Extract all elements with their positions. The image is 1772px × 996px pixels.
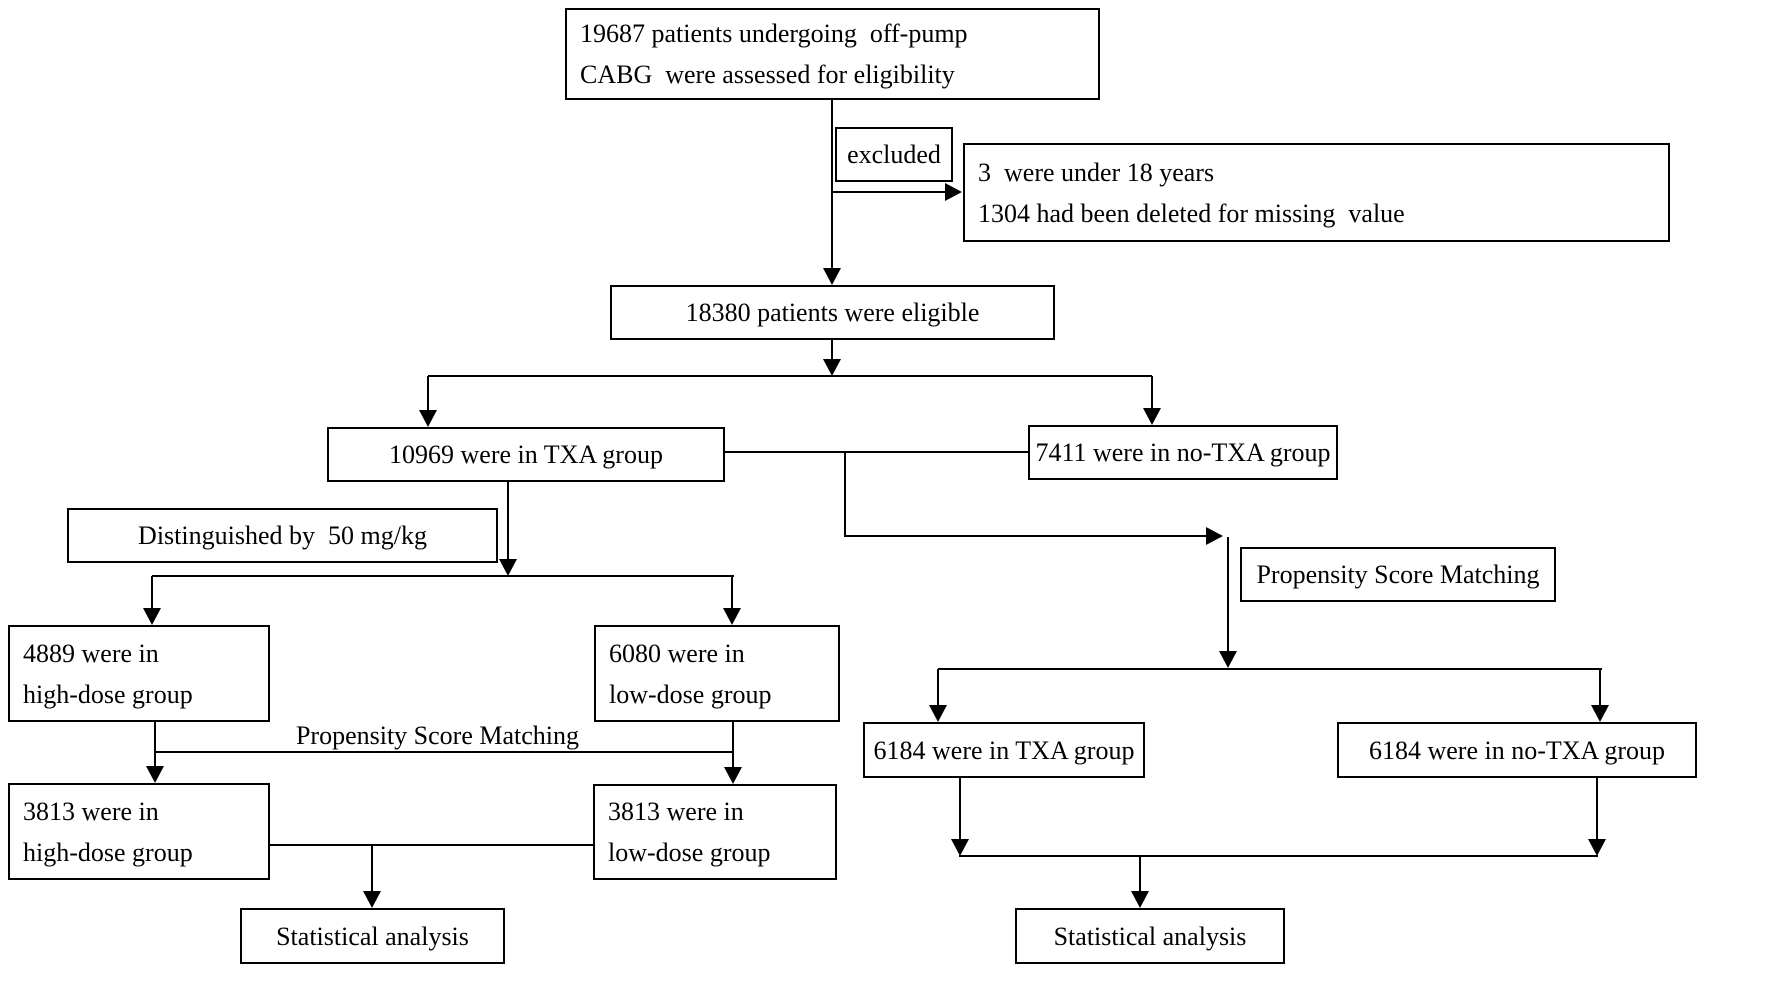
node-stat-right: Statistical analysis: [1015, 908, 1285, 964]
node-low-dose-matched-line2: low-dose group: [608, 838, 771, 867]
arrowhead-no-txa-matched-merge: [1588, 839, 1606, 856]
node-exclusion-reasons: 3 were under 18 years 1304 had been dele…: [963, 143, 1670, 242]
arrowhead-into-txa-matched: [929, 705, 947, 722]
node-assessed: 19687 patients undergoing off-pump CABG …: [565, 8, 1100, 100]
split-line-dose: [152, 575, 734, 577]
connector-low-dose-matched: [732, 722, 734, 768]
node-txa-matched: 6184 were in TXA group: [863, 722, 1145, 778]
node-excluded: excluded: [835, 127, 953, 182]
node-high-dose-line1: 4889 were in: [23, 638, 159, 668]
node-low-dose: 6080 were in low-dose group: [594, 625, 840, 722]
node-txa-group: 10969 were in TXA group: [327, 427, 725, 482]
node-assessed-line2: CABG were assessed for eligibility: [580, 60, 955, 89]
arrowhead-into-high-dose: [143, 608, 161, 625]
node-no-txa-group: 7411 were in no-TXA group: [1028, 425, 1338, 480]
node-txa-group-label: 10969 were in TXA group: [389, 440, 663, 469]
connector-split-txa: [427, 376, 429, 412]
connector-assessed-eligible: [831, 100, 833, 270]
arrowhead-into-low-dose: [723, 608, 741, 625]
node-high-dose-matched-line1: 3813 were in: [23, 796, 159, 826]
node-no-txa-matched-label: 6184 were in no-TXA group: [1368, 735, 1666, 765]
node-distinguished: Distinguished by 50 mg/kg: [67, 508, 498, 563]
connector-no-txa-matched-down: [1596, 778, 1598, 840]
connector-stat-right: [1139, 856, 1141, 893]
node-txa-matched-label: 6184 were in TXA group: [873, 735, 1135, 765]
connector-txa-dose-split: [507, 482, 509, 561]
node-no-txa-matched: 6184 were in no-TXA group: [1337, 722, 1697, 778]
node-no-txa-group-label: 7411 were in no-TXA group: [1035, 438, 1331, 467]
arrowhead-psm-feed: [1206, 527, 1223, 545]
arrowhead-into-txa-group: [419, 410, 437, 427]
node-stat-right-label: Statistical analysis: [1053, 921, 1247, 951]
connector-split-no-txa: [1151, 376, 1153, 410]
connector-split-no-txa-matched: [1599, 669, 1601, 707]
node-high-dose-matched: 3813 were in high-dose group: [8, 783, 270, 880]
arrowhead-onto-split-right: [1219, 651, 1237, 668]
node-distinguished-label: Distinguished by 50 mg/kg: [138, 521, 427, 550]
arrowhead-into-eligible: [823, 268, 841, 285]
arrowhead-into-stat-right: [1131, 891, 1149, 908]
node-psm-right: Propensity Score Matching: [1240, 547, 1556, 602]
node-eligible-label: 18380 patients were eligible: [685, 298, 980, 327]
node-exclusion-reasons-line1: 3 were under 18 years: [978, 157, 1215, 187]
connector-high-dose-matched: [154, 722, 156, 768]
split-line-txa-notxa: [428, 375, 1152, 377]
connector-eligible-split: [831, 340, 833, 362]
arrowhead-onto-split1: [823, 359, 841, 376]
arrowhead-into-high-dose-matched: [146, 766, 164, 783]
connector-split-txa-matched: [937, 669, 939, 707]
connector-psm-down: [1227, 537, 1229, 652]
node-low-dose-matched: 3813 were in low-dose group: [593, 784, 837, 880]
node-low-dose-matched-line1: 3813 were in: [608, 797, 744, 826]
arrowhead-onto-dose-split: [499, 559, 517, 576]
arrowhead-into-exclusion-reasons: [945, 183, 962, 201]
node-low-dose-line1: 6080 were in: [609, 638, 745, 668]
node-exclusion-reasons-line2: 1304 had been deleted for missing value: [978, 198, 1405, 228]
node-high-dose: 4889 were in high-dose group: [8, 625, 270, 722]
node-stat-left-label: Statistical analysis: [276, 921, 469, 951]
connector-split-low-dose: [731, 576, 733, 610]
node-assessed-line1: 19687 patients undergoing off-pump: [580, 19, 968, 48]
connector-stat-left: [371, 845, 373, 893]
merge-line-left: [270, 844, 593, 846]
label-psm-left: Propensity Score Matching: [295, 721, 580, 750]
node-stat-left: Statistical analysis: [240, 908, 505, 964]
merge-line-right: [959, 855, 1598, 857]
node-psm-right-label: Propensity Score Matching: [1256, 560, 1540, 589]
connector-split-high-dose: [151, 576, 153, 610]
connector-txa-matched-down: [959, 778, 961, 840]
arrowhead-txa-matched-merge: [951, 839, 969, 856]
connector-excluded-branch: [832, 191, 946, 193]
connector-psm-feed-vertical: [844, 452, 846, 537]
node-high-dose-line2: high-dose group: [23, 679, 193, 709]
arrowhead-into-stat-left: [363, 891, 381, 908]
node-excluded-label: excluded: [847, 140, 941, 169]
node-eligible: 18380 patients were eligible: [610, 285, 1055, 340]
arrowhead-into-no-txa-group: [1143, 408, 1161, 425]
connector-txa-notxa: [725, 451, 1028, 453]
arrowhead-into-low-dose-matched: [724, 767, 742, 784]
connector-psm-left-line: [155, 751, 733, 753]
arrowhead-into-no-txa-matched: [1591, 705, 1609, 722]
node-high-dose-matched-line2: high-dose group: [23, 837, 193, 867]
connector-psm-feed-horizontal: [844, 535, 1207, 537]
split-line-matched-right: [938, 668, 1602, 670]
node-low-dose-line2: low-dose group: [609, 679, 772, 709]
